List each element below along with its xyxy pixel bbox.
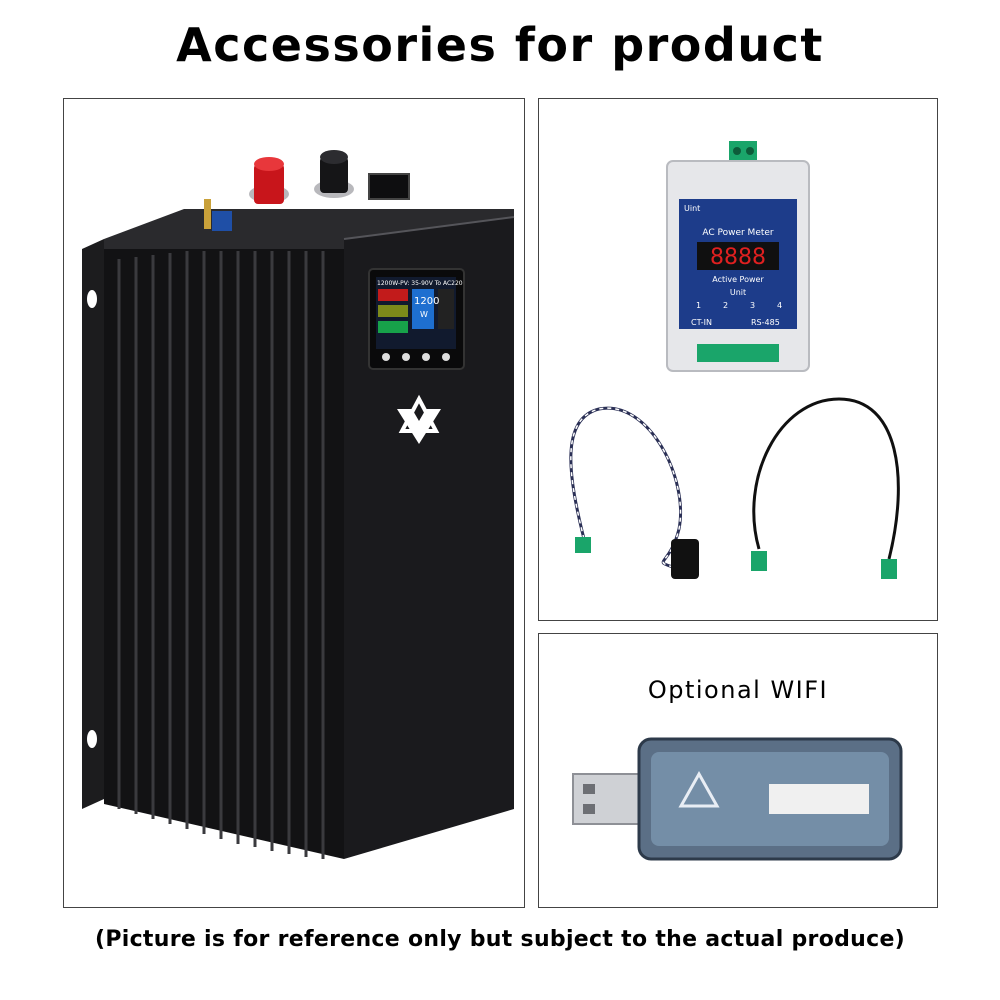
brand-logo-icon (397, 394, 441, 444)
meter-unit-label: Unit (730, 288, 746, 297)
meter-title: AC Power Meter (702, 228, 774, 238)
power-meter-illustration: Uint AC Power Meter 8888 Active Power Un… (569, 141, 900, 579)
meter-port-3: 3 (750, 301, 755, 310)
meter-port-1: 1 (696, 301, 701, 310)
meter-uint-label: Uint (684, 204, 700, 213)
meter-rs485-label: RS-485 (751, 318, 780, 327)
wifi-panel: Optional WIFI (538, 633, 938, 908)
power-meter-panel: Uint AC Power Meter 8888 Active Power Un… (538, 98, 938, 621)
meter-active-label: Active Power (712, 275, 764, 284)
meter-ct-in-label: CT-IN (691, 318, 712, 327)
wifi-label: Optional WIFI (647, 676, 829, 704)
meter-port-4: 4 (777, 301, 782, 310)
wifi-dongle-illustration (572, 737, 903, 861)
inverter-screen-watts: 1200 (414, 296, 439, 307)
page-title: Accessories for product (176, 18, 824, 72)
inverter-illustration: 1200W-PV: 35-90V To AC220 1200 W (82, 150, 515, 859)
inverter-screen-unit: W (420, 310, 428, 319)
inverter-screen-line: 1200W-PV: 35-90V To AC220 (377, 280, 463, 287)
meter-digits: 8888 (710, 245, 766, 270)
inverter-panel: 1200W-PV: 35-90V To AC220 1200 W (63, 98, 525, 908)
disclaimer-note: (Picture is for reference only but subje… (94, 927, 906, 952)
meter-port-2: 2 (723, 301, 728, 310)
